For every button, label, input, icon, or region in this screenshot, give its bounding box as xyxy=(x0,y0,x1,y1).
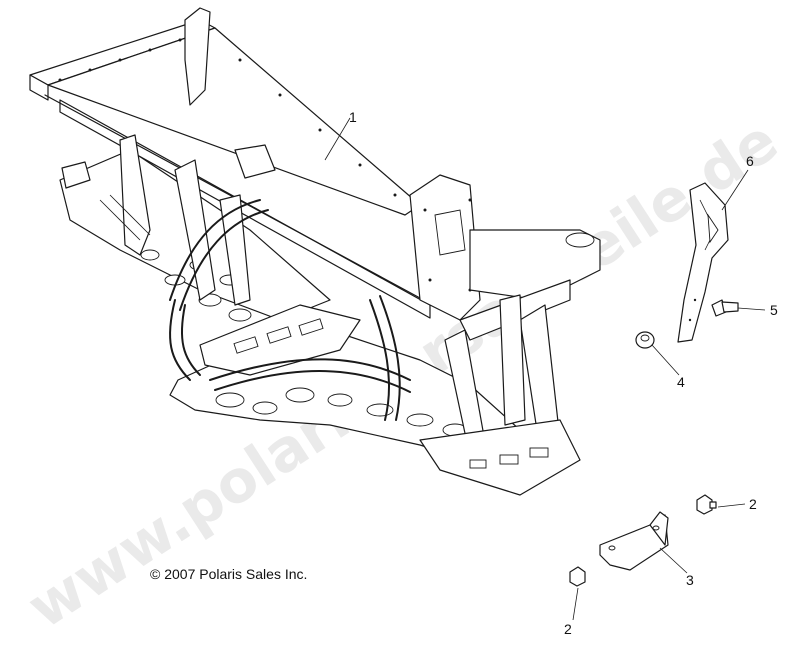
part-6-bracket[interactable] xyxy=(677,182,729,343)
callout-6: 6 xyxy=(746,153,754,169)
callout-3: 3 xyxy=(686,572,694,588)
part-4-nut[interactable] xyxy=(635,331,655,349)
part-3-plate[interactable] xyxy=(599,511,669,571)
callout-4: 4 xyxy=(677,374,685,390)
part-2-fastener-upper[interactable] xyxy=(696,494,717,515)
copyright-notice: © 2007 Polaris Sales Inc. xyxy=(150,566,308,582)
leader-lines xyxy=(324,117,766,621)
frame-assembly[interactable] xyxy=(29,7,601,496)
part-2-fastener-lower[interactable] xyxy=(569,566,586,587)
callout-1: 1 xyxy=(349,109,357,125)
callout-2-upper: 2 xyxy=(749,496,757,512)
callout-5: 5 xyxy=(770,302,778,318)
callout-2-lower: 2 xyxy=(564,621,572,637)
part-5-bolt[interactable] xyxy=(711,299,739,317)
